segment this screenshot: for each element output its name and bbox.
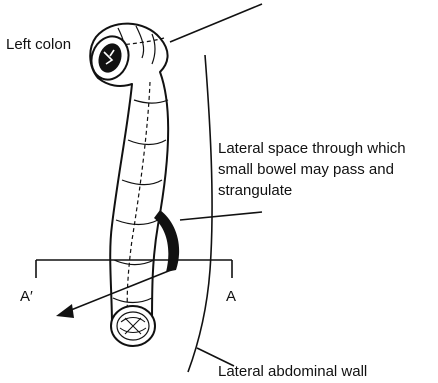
label-section-a: A xyxy=(226,288,236,305)
top-leader-line xyxy=(170,4,262,42)
lateral-space-leader-line xyxy=(180,212,262,220)
abdominal-wall-line xyxy=(188,55,212,372)
label-section-a-prime: A′ xyxy=(20,288,33,305)
label-left-colon: Left colon xyxy=(6,36,71,53)
label-lateral-space-line3: strangulate xyxy=(218,182,292,199)
colon-bottom-lumen xyxy=(111,306,155,346)
label-abdominal-wall: Lateral abdominal wall xyxy=(218,363,367,380)
label-lateral-space-line1: Lateral space through which xyxy=(218,140,406,157)
lateral-space-marker xyxy=(154,210,179,272)
label-lateral-space-line2: small bowel may pass and xyxy=(218,161,394,178)
